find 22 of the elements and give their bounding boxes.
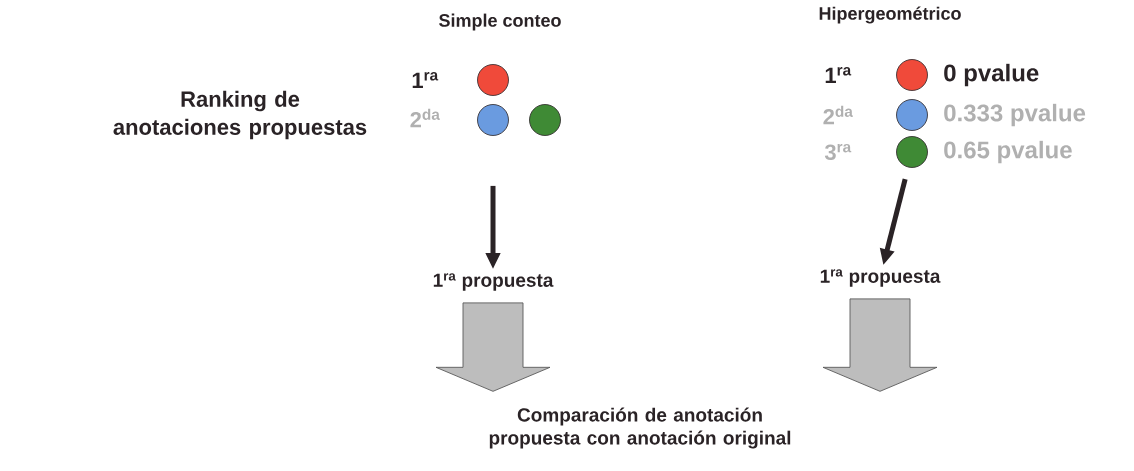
ranking-dot <box>896 59 928 91</box>
ranking-dot <box>896 136 928 168</box>
pvalue-label: 0.333 pvalue <box>944 103 1086 127</box>
conclusion-text: Comparación de anotación propuesta con anotación original <box>489 407 791 449</box>
pvalue-label: 0 pvalue <box>944 63 1039 87</box>
ranking-dot <box>529 104 561 136</box>
pvalue-label: 0.65 pvalue <box>944 140 1072 164</box>
result-label: 1$^{ra}$ propuesta <box>820 269 941 287</box>
ranking-dot <box>896 99 928 131</box>
side-heading: Ranking de anotaciones propuestas <box>113 90 367 140</box>
rank-label: 1$^{ra}$ <box>412 72 439 88</box>
column-heading: Hipergeométrico <box>819 6 961 24</box>
rank-label: 2$^{da}$ <box>823 105 853 125</box>
block-arrow <box>822 298 938 392</box>
block-arrow <box>435 302 551 392</box>
rank-label: 1$^{ra}$ <box>825 67 852 83</box>
ranking-dot <box>477 64 509 96</box>
rank-label: 3$^{ra}$ <box>824 143 852 161</box>
column-heading: Simple conteo <box>439 13 561 31</box>
rank-label: 2$^{da}$ <box>410 108 440 128</box>
ranking-dot <box>477 104 509 136</box>
result-label: 1$^{ra}$ propuesta <box>433 273 554 291</box>
